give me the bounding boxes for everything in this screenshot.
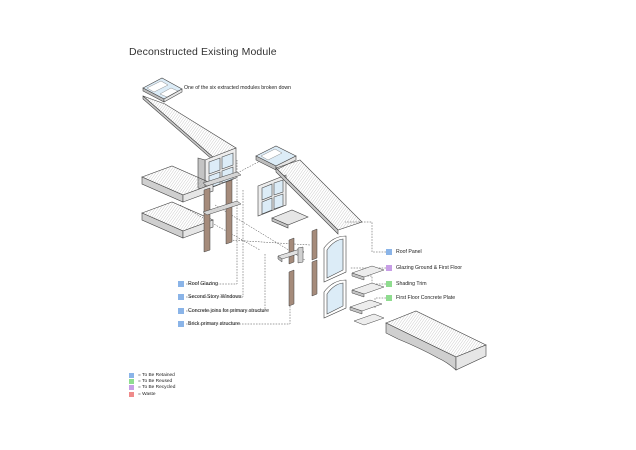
legend-text: = To Be Recycled	[138, 385, 176, 391]
legend-swatch	[129, 391, 134, 397]
label-text: Concrete joins for primary structure	[188, 308, 270, 314]
leader-second-story-windows	[186, 190, 244, 298]
legend: = To Be Retained= To Be Reused= To Be Re…	[129, 372, 175, 397]
label-left-2: Concrete joins for primary structure	[178, 307, 269, 315]
second-story-windows-panel	[257, 174, 287, 217]
leader-concrete-joins	[186, 253, 266, 312]
label-text: Roof Glazing	[188, 281, 218, 287]
arched-glazing	[323, 235, 347, 319]
legend-text: = Waste	[138, 391, 156, 397]
legend-item-0: = To Be Retained	[129, 372, 175, 378]
label-text: Second Story Windows	[188, 294, 242, 300]
label-right-1: Glazing Ground & First Floor	[386, 264, 462, 272]
shading-trims	[349, 265, 385, 326]
legend-text: = To Be Reused	[138, 378, 173, 384]
label-right-3: First Floor Concrete Plate	[386, 294, 455, 302]
brick-columns-exploded	[288, 228, 318, 307]
module-note: One of the six extracted modules broken …	[184, 85, 291, 91]
label-left-1: Second Story Windows	[178, 293, 242, 301]
roof-panel-right	[275, 159, 363, 235]
legend-item-1: = To Be Reused	[129, 378, 175, 384]
label-right-2: Shading Trim	[386, 280, 427, 288]
label-swatch	[386, 281, 392, 287]
label-text: Glazing Ground & First Floor	[396, 265, 463, 271]
label-left-3: Brick primary structure	[178, 320, 240, 328]
label-swatch	[178, 321, 184, 327]
legend-swatch	[129, 378, 134, 384]
page-title: Deconstructed Existing Module	[129, 46, 277, 58]
roof-panel-left	[142, 95, 237, 162]
label-right-0: Roof Panel	[386, 248, 422, 256]
label-left-0: Roof Glazing	[178, 280, 218, 288]
label-text: First Floor Concrete Plate	[396, 295, 456, 301]
legend-text: = To Be Retained	[138, 372, 175, 378]
label-swatch	[178, 281, 184, 287]
floor-slabs	[141, 165, 214, 239]
legend-item-2: = To Be Recycled	[129, 385, 175, 391]
concrete-joins	[277, 246, 305, 264]
label-text: Shading Trim	[396, 281, 427, 287]
leader-roof-panel	[345, 221, 386, 253]
legend-swatch	[129, 385, 134, 391]
legend-swatch	[129, 372, 134, 378]
label-text: Brick primary structure	[188, 321, 240, 327]
label-swatch	[386, 295, 392, 301]
floor-concrete-plate	[385, 310, 487, 371]
label-swatch	[178, 294, 184, 300]
label-swatch	[386, 249, 392, 255]
label-swatch	[178, 308, 184, 314]
label-text: Roof Panel	[396, 249, 422, 255]
leader-roof-glazing	[186, 160, 238, 285]
roof-glazing-top	[142, 77, 183, 103]
leader-brick-structure	[186, 280, 291, 325]
leader-explode-4	[229, 239, 311, 246]
small-plate	[271, 209, 309, 229]
building-brick-piers	[202, 171, 242, 253]
legend-item-3: = Waste	[129, 391, 175, 397]
label-swatch	[386, 265, 392, 271]
